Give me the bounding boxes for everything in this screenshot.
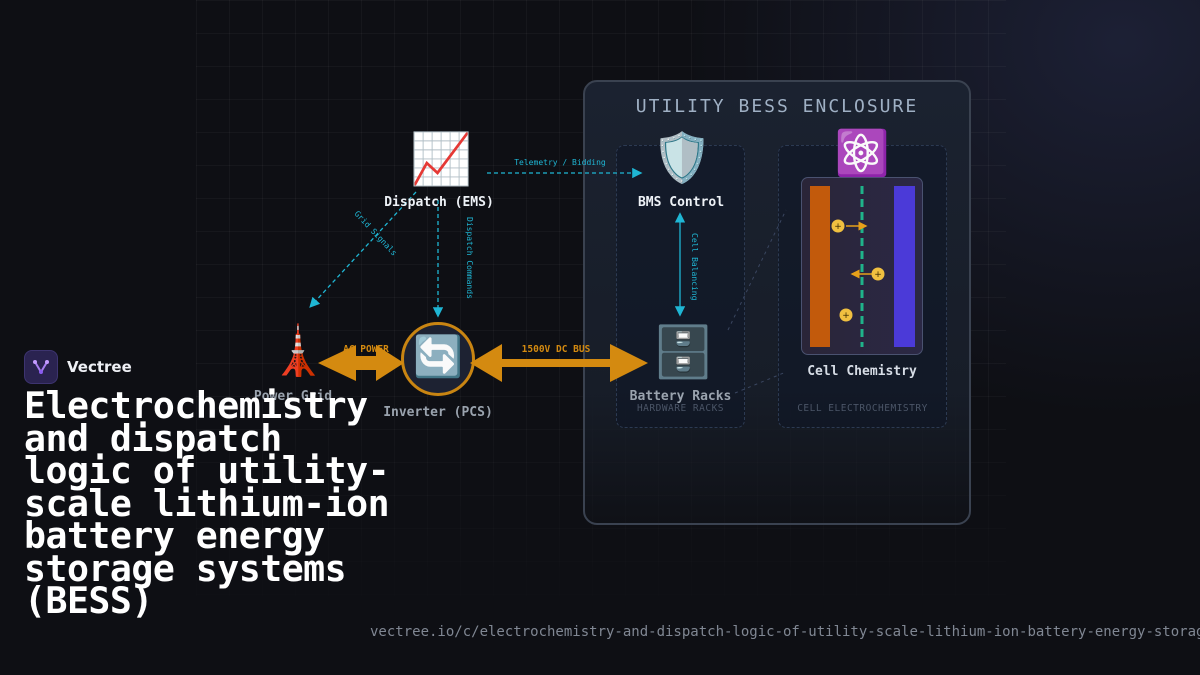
grid-label: Power Grid <box>253 389 333 404</box>
bms-label: BMS Control <box>637 195 725 210</box>
cathode-plate <box>894 186 915 347</box>
atom-icon: ⚛️ <box>834 128 890 179</box>
ac-power-label: AC POWER <box>343 344 389 355</box>
cell-electrochemistry-sublabel: CELL ELECTROCHEMISTRY <box>797 403 928 414</box>
brand[interactable]: Vectree <box>24 350 132 384</box>
anode-plate <box>810 186 830 347</box>
cells-label: Cell Chemistry <box>807 364 917 379</box>
dc-bus-label: 1500V DC BUS <box>522 344 591 355</box>
cycle-arrows-icon: 🔄 <box>413 334 463 380</box>
page-url[interactable]: vectree.io/c/electrochemistry-and-dispat… <box>370 624 1200 640</box>
ems-label: Dispatch (EMS) <box>384 195 494 210</box>
racks-label: Battery Racks <box>629 389 732 404</box>
pcs-label: Inverter (PCS) <box>383 405 493 420</box>
grid-signals-label: Grid Signals <box>353 209 399 258</box>
shield-icon: 🛡️ <box>652 130 712 186</box>
tower-icon: 🗼 <box>268 323 328 379</box>
lithium-ion-2: + <box>871 267 885 281</box>
enclosure-title: UTILITY BESS ENCLOSURE <box>635 96 919 117</box>
svg-text:+: + <box>842 311 850 321</box>
dc-bus-arrow <box>470 344 648 382</box>
hardware-racks-sublabel: HARDWARE RACKS <box>636 403 725 414</box>
cabinet-icon: 🗄️ <box>652 323 715 381</box>
racks-to-cells-line-2 <box>734 371 787 394</box>
racks-to-cells-line-1 <box>727 209 787 331</box>
dispatch-commands-label: Dispatch Commands <box>465 217 474 299</box>
svg-text:+: + <box>834 222 842 232</box>
ac-power-arrow <box>318 345 404 381</box>
inverter-circle <box>401 322 475 396</box>
cell-balancing-label: Cell Balancing <box>690 233 699 301</box>
chart-increasing-icon: 📈 <box>410 130 473 188</box>
page-title: Electrochemistry and dispatch logic of u… <box>24 384 390 622</box>
brand-name: Vectree <box>67 358 132 376</box>
vectree-logo-icon <box>24 350 58 384</box>
grid-signals-link <box>309 191 417 308</box>
lithium-ion-3: + <box>839 308 853 322</box>
lithium-ion-1: + <box>831 219 845 233</box>
telemetry-label: Telemetry / Bidding <box>514 158 606 167</box>
svg-text:+: + <box>874 270 882 280</box>
